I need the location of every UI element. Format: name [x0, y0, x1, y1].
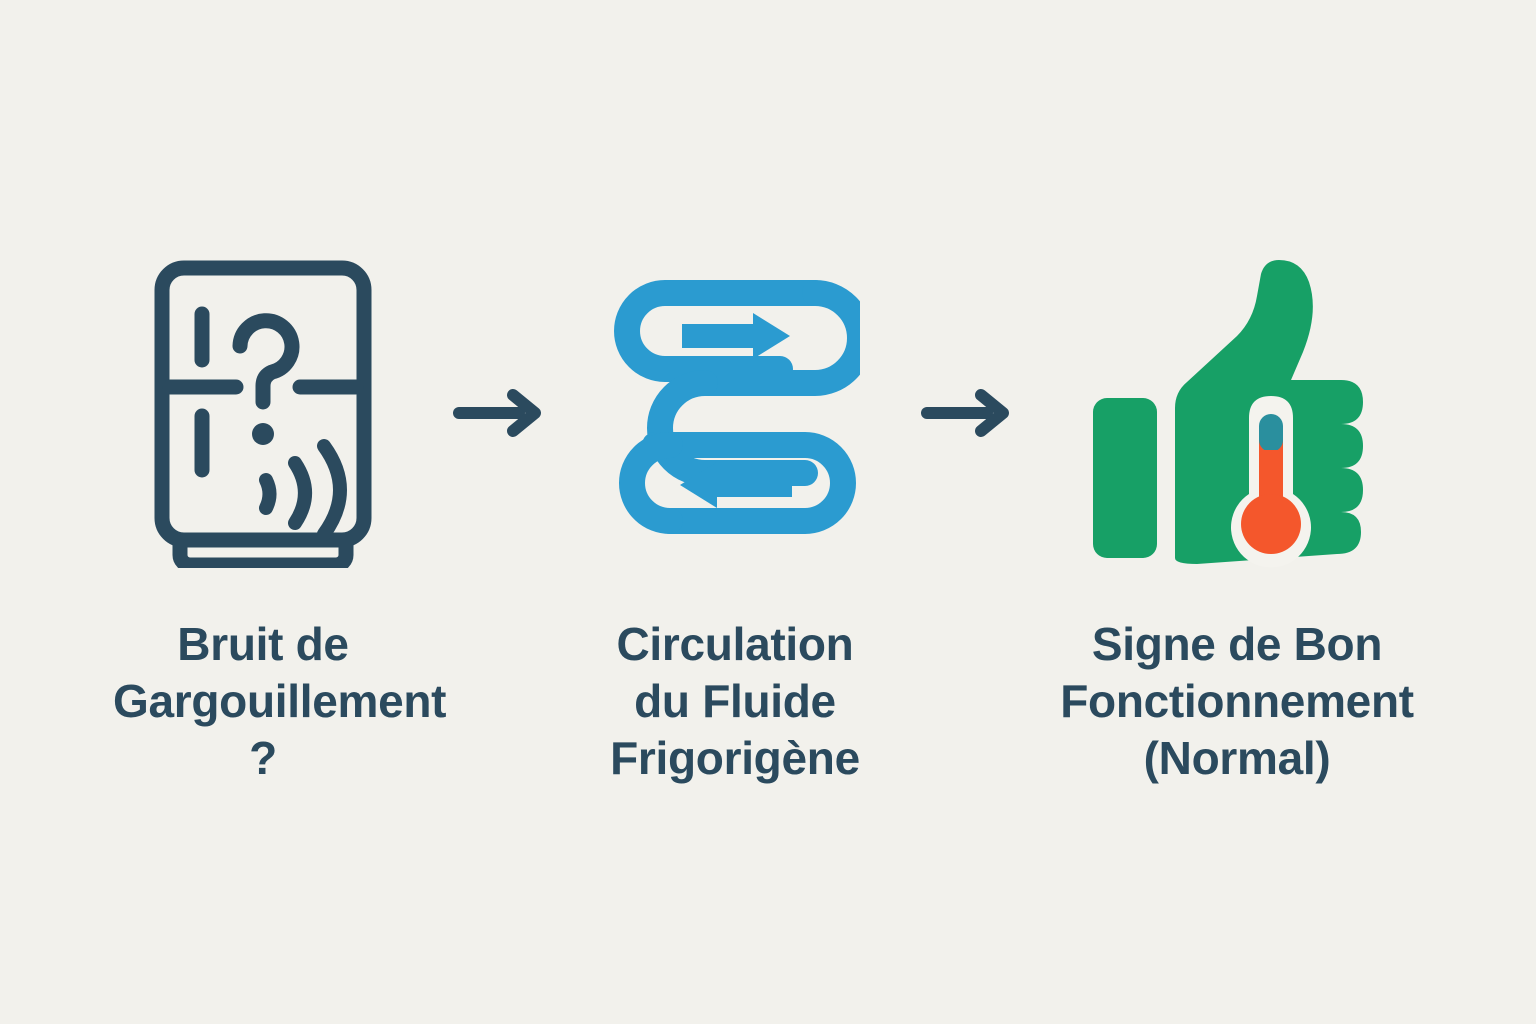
thumbs-up-thermometer-icon — [1072, 248, 1402, 578]
flow-step-thumbs-up: Signe de Bon Fonctionnement (Normal) — [1027, 0, 1447, 787]
refrigerant-coil-flow-icon — [570, 248, 900, 578]
flow-connector-1 — [443, 248, 559, 578]
flow-connector-2 — [911, 248, 1027, 578]
arrow-right-icon — [453, 389, 541, 437]
thermometer-top-cap — [1259, 418, 1283, 452]
flow-step-label-refrigerator: Bruit de Gargouillement ? — [113, 618, 447, 785]
flow-step-label-coil: Circulation du Fluide Frigorigène — [610, 618, 860, 785]
refrigerator-question-sound-icon — [98, 248, 428, 578]
thermometer-bulb — [1241, 494, 1301, 554]
cuff-shape — [1093, 398, 1157, 558]
flow-step-refrigerator: Bruit de Gargouillement ? — [83, 0, 447, 787]
arrow-right-icon — [921, 389, 1009, 437]
flow-step-coil: Circulation du Fluide Frigorigène — [559, 0, 911, 787]
flow-step-label-thumbs-up: Signe de Bon Fonctionnement (Normal) — [1060, 618, 1414, 785]
